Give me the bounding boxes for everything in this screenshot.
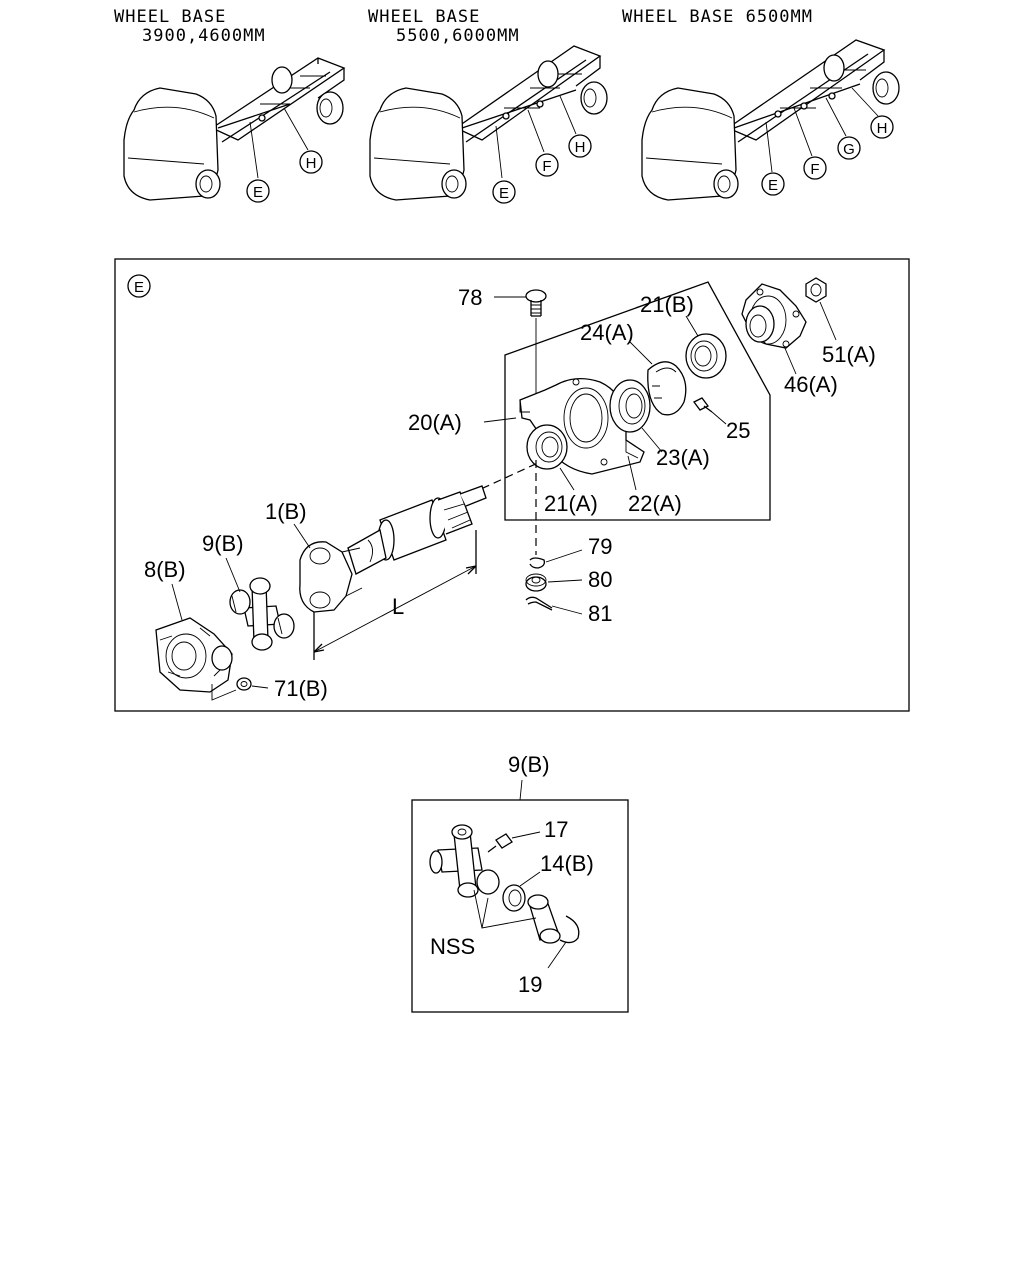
label-71b: 71(B) <box>274 676 328 701</box>
truck3-callout-f: F <box>810 161 819 178</box>
label-51a: 51(A) <box>822 342 876 367</box>
flange-46a <box>741 283 807 349</box>
truck2-callout-e: E <box>499 185 509 202</box>
label-24a: 24(A) <box>580 320 634 345</box>
label-17: 17 <box>544 817 568 842</box>
bearing-cup <box>527 894 561 944</box>
truck2-callout-h: H <box>575 139 586 156</box>
seal-21a <box>526 424 568 470</box>
wheelbase-2-line1: WHEEL BASE <box>368 7 480 27</box>
wheelbase-1-line2: 3900,4600MM <box>142 26 266 46</box>
yoke-1b <box>299 541 363 613</box>
wheelbase-1-line1: WHEEL BASE <box>114 7 226 27</box>
detail-e-marker <box>127 274 151 298</box>
label-81: 81 <box>588 601 612 626</box>
grease-fitting-17 <box>487 833 513 853</box>
bearing-23a <box>609 379 651 433</box>
truck3-callout-g: G <box>843 141 855 158</box>
label-20a: 20(A) <box>408 410 462 435</box>
label-79: 79 <box>588 534 612 559</box>
washer-71b <box>236 677 252 691</box>
truck-illustration-3: E F G H <box>641 39 900 201</box>
ring-24a <box>647 361 687 416</box>
detail-9b-title: 9(B) <box>508 752 550 777</box>
label-78: 78 <box>458 285 482 310</box>
truck-illustration-1: E H <box>123 57 346 203</box>
seal-14b <box>502 884 526 912</box>
wheelbase-3-line1: WHEEL BASE 6500MM <box>622 7 813 27</box>
detail-9b-frame <box>411 799 629 1013</box>
detail-e-frame <box>114 258 910 712</box>
snap-ring-19 <box>559 915 580 944</box>
wheelbase-2-line2: 5500,6000MM <box>396 26 520 46</box>
grease-nipple-25 <box>693 397 713 413</box>
label-9b: 9(B) <box>202 531 244 556</box>
nut-51a <box>805 277 827 303</box>
center-bearing-subframe <box>504 281 771 521</box>
washer-79 <box>529 557 546 569</box>
label-1b: 1(B) <box>265 499 307 524</box>
label-14b: 14(B) <box>540 851 594 876</box>
nut-80 <box>525 573 547 592</box>
label-22a: 22(A) <box>628 491 682 516</box>
truck1-callout-e: E <box>253 184 263 201</box>
universal-joint-9b <box>229 577 295 651</box>
label-8b: 8(B) <box>144 557 186 582</box>
truck1-callout-h: H <box>306 155 317 172</box>
truck3-callout-e: E <box>768 177 778 194</box>
label-19: 19 <box>518 972 542 997</box>
truck2-callout-f: F <box>542 158 551 175</box>
detail-e-marker-label: E <box>134 279 144 296</box>
label-80: 80 <box>588 567 612 592</box>
label-nss: NSS <box>430 934 475 959</box>
cross-spider <box>429 824 500 898</box>
flange-yoke-8b <box>155 617 233 693</box>
label-46a: 46(A) <box>784 372 838 397</box>
truck3-callout-h: H <box>877 120 888 137</box>
seal-21b <box>685 333 727 379</box>
dimension-l-label: L <box>392 594 404 619</box>
label-21b: 21(B) <box>640 292 694 317</box>
propeller-shaft <box>347 485 487 575</box>
bolt-78 <box>525 289 547 317</box>
label-25: 25 <box>726 418 750 443</box>
cotter-pin-81 <box>525 596 553 611</box>
label-21a: 21(A) <box>544 491 598 516</box>
label-23a: 23(A) <box>656 445 710 470</box>
truck-illustration-2: E F H <box>369 45 608 204</box>
